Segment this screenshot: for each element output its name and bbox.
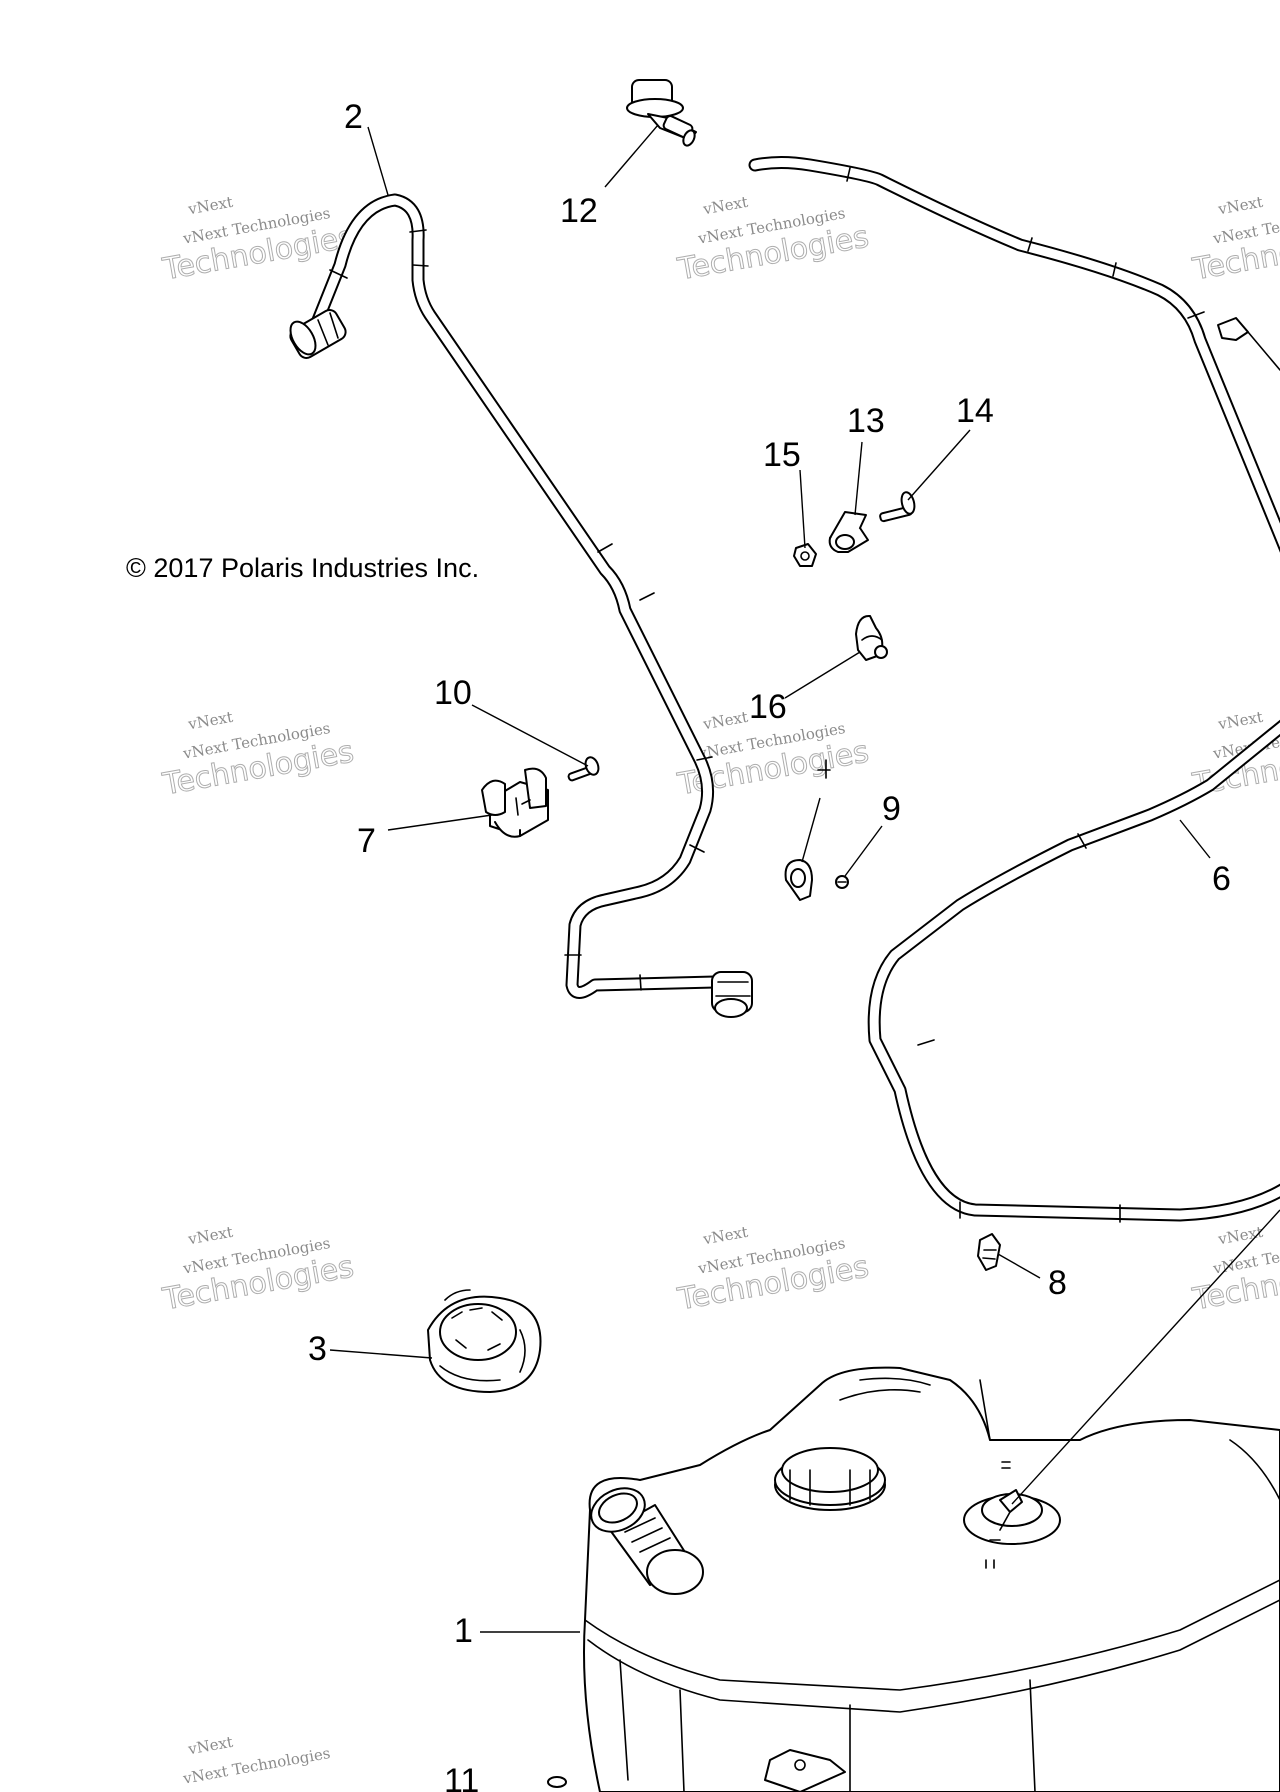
callout-10: 10 xyxy=(434,674,472,712)
callout-1: 1 xyxy=(454,1612,473,1650)
watermark: vNext vNext Technologies Technologies xyxy=(159,1223,357,1318)
fuel-tank-part-1 xyxy=(583,1366,1280,1792)
callout-12: 12 xyxy=(560,192,598,230)
watermark: vNext vNext Technologies xyxy=(181,1733,332,1788)
callout-6: 6 xyxy=(1212,860,1231,898)
callouts: 2 12 13 14 15 16 10 7 9 6 8 3 1 11 xyxy=(308,98,1231,1792)
callout-15: 15 xyxy=(763,436,801,474)
grommet-part-11 xyxy=(547,1776,567,1788)
callout-13: 13 xyxy=(847,402,885,440)
svg-text:vNext: vNext xyxy=(186,1733,234,1759)
svg-text:vNext: vNext xyxy=(186,193,234,219)
screw-part-10 xyxy=(567,756,600,782)
vent-valve-part-12 xyxy=(626,79,697,147)
callout-3: 3 xyxy=(308,1330,327,1368)
bracket-part-7 xyxy=(481,767,549,838)
callout-14: 14 xyxy=(956,392,994,430)
callout-2: 2 xyxy=(344,98,363,136)
leader-lines xyxy=(329,124,1280,1633)
filler-neck xyxy=(590,1487,704,1595)
svg-text:vNext: vNext xyxy=(186,1223,234,1249)
vent-hose-part-2 xyxy=(289,193,753,1018)
callout-9: 9 xyxy=(882,790,901,828)
nut-part-15 xyxy=(793,543,817,567)
svg-text:vNext: vNext xyxy=(701,708,749,734)
callout-8: 8 xyxy=(1048,1264,1067,1302)
bolt-part-14 xyxy=(879,491,916,523)
quick-connect-fitting-left xyxy=(289,309,347,359)
watermark: vNext vNext Technologies Technologies xyxy=(159,708,357,803)
screw-part-9 xyxy=(835,875,849,889)
quick-connect-fitting-bottom xyxy=(711,971,753,1018)
vent-valve-on-tank xyxy=(963,1461,1061,1569)
copyright-notice: © 2017 Polaris Industries Inc. xyxy=(126,553,479,583)
clip-part-8 xyxy=(977,1233,1001,1271)
clamp-part-13 xyxy=(828,511,869,553)
watermark: vNext vNext Technologies Technologies xyxy=(1189,193,1280,288)
hose-clip-part-16 xyxy=(855,614,888,661)
svg-text:vNext: vNext xyxy=(701,193,749,219)
p-clamp xyxy=(784,759,831,901)
right-edge-fitting xyxy=(1217,317,1280,371)
callout-7: 7 xyxy=(357,822,376,860)
svg-text:vNext: vNext xyxy=(1216,193,1264,219)
callout-16: 16 xyxy=(749,688,787,726)
svg-text:vNext: vNext xyxy=(701,1223,749,1249)
watermark: vNext vNext Technologies Technologies xyxy=(159,193,357,288)
watermark: vNext vNext Technologies Technologies xyxy=(674,193,872,288)
fuel-cap-part-3 xyxy=(427,1289,542,1393)
fuel-sender-ring xyxy=(774,1447,886,1511)
svg-text:vNext: vNext xyxy=(1216,708,1264,734)
svg-text:vNext: vNext xyxy=(186,708,234,734)
watermark: vNext vNext Technologies Technologies xyxy=(674,1223,872,1318)
callout-11: 11 xyxy=(444,1762,479,1792)
vent-hose-part-6 xyxy=(748,156,1280,1223)
